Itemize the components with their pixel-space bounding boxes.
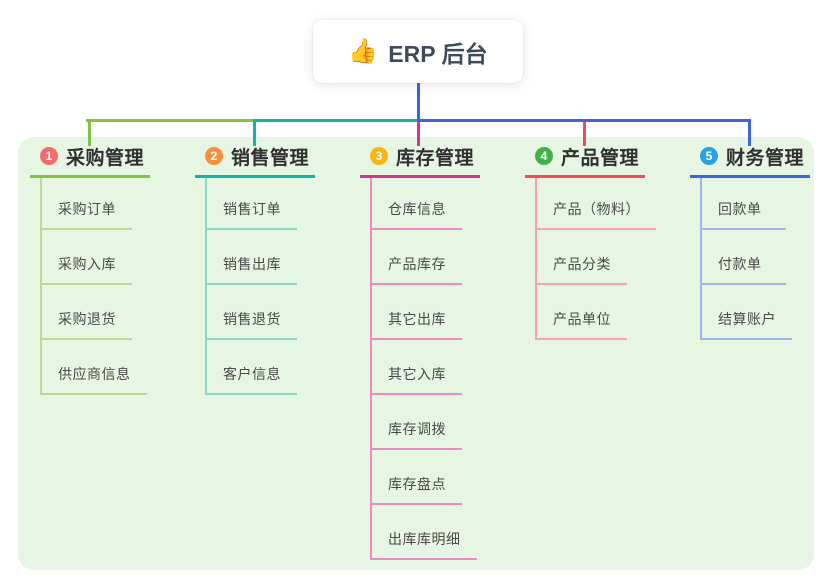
badge-5: 5 bbox=[700, 147, 718, 165]
child-node[interactable]: 销售订单 bbox=[205, 178, 297, 230]
branch-children: 回款单 付款单 结算账户 bbox=[700, 178, 839, 340]
branch-children: 销售订单 销售出库 销售退货 客户信息 bbox=[205, 178, 365, 395]
branch-title-label: 库存管理 bbox=[396, 147, 475, 169]
child-node[interactable]: 采购退货 bbox=[40, 285, 132, 340]
child-node[interactable]: 供应商信息 bbox=[40, 340, 147, 395]
branch-children: 仓库信息 产品库存 其它出库 其它入库 库存调拨 库存盘点 出库库明细 bbox=[370, 178, 530, 560]
branch-children: 采购订单 采购入库 采购退货 供应商信息 bbox=[40, 178, 200, 395]
branch-trunk-line bbox=[40, 178, 42, 395]
child-node[interactable]: 付款单 bbox=[700, 230, 786, 285]
branch-title-product[interactable]: 4 产品管理 bbox=[525, 145, 645, 178]
branch-purchase: 1 采购管理 采购订单 采购入库 采购退货 供应商信息 bbox=[30, 145, 200, 395]
branch-title-label: 产品管理 bbox=[561, 147, 640, 169]
badge-4: 4 bbox=[535, 147, 553, 165]
child-node[interactable]: 采购入库 bbox=[40, 230, 132, 285]
badge-1: 1 bbox=[40, 147, 58, 165]
drop-line-product bbox=[583, 122, 586, 146]
bus-line-purchase bbox=[86, 119, 255, 122]
child-node[interactable]: 其它出库 bbox=[370, 285, 462, 340]
drop-line-purchase bbox=[88, 119, 91, 146]
branch-trunk-line bbox=[370, 178, 372, 560]
child-node[interactable]: 产品（物料） bbox=[535, 178, 656, 230]
branch-trunk-line bbox=[535, 178, 537, 340]
child-node[interactable]: 采购订单 bbox=[40, 178, 132, 230]
branch-sales: 2 销售管理 销售订单 销售出库 销售退货 客户信息 bbox=[195, 145, 365, 395]
child-node[interactable]: 产品单位 bbox=[535, 285, 627, 340]
branch-inventory: 3 库存管理 仓库信息 产品库存 其它出库 其它入库 库存调拨 库存盘点 出库库… bbox=[360, 145, 530, 560]
branch-finance: 5 财务管理 回款单 付款单 结算账户 bbox=[690, 145, 839, 340]
branches-group-panel bbox=[18, 137, 814, 570]
branch-title-sales[interactable]: 2 销售管理 bbox=[195, 145, 315, 178]
child-node[interactable]: 销售退货 bbox=[205, 285, 297, 340]
child-node[interactable]: 库存盘点 bbox=[370, 450, 462, 505]
child-node[interactable]: 出库库明细 bbox=[370, 505, 477, 560]
child-node[interactable]: 产品分类 bbox=[535, 230, 627, 285]
root-node[interactable]: 👍 ERP 后台 bbox=[313, 20, 523, 83]
child-node[interactable]: 产品库存 bbox=[370, 230, 462, 285]
branch-trunk-line bbox=[205, 178, 207, 395]
branch-trunk-line bbox=[700, 178, 702, 340]
bus-line-right bbox=[417, 119, 751, 122]
drop-line-inventory bbox=[417, 122, 420, 146]
branch-title-label: 采购管理 bbox=[66, 147, 145, 169]
badge-2: 2 bbox=[205, 147, 223, 165]
branch-title-purchase[interactable]: 1 采购管理 bbox=[30, 145, 150, 178]
child-node[interactable]: 客户信息 bbox=[205, 340, 297, 395]
branch-title-inventory[interactable]: 3 库存管理 bbox=[360, 145, 480, 178]
child-node[interactable]: 结算账户 bbox=[700, 285, 792, 340]
branch-title-label: 财务管理 bbox=[726, 147, 805, 169]
thumbs-up-icon: 👍 bbox=[348, 37, 379, 65]
branch-title-label: 销售管理 bbox=[231, 147, 310, 169]
child-node[interactable]: 其它入库 bbox=[370, 340, 462, 395]
child-node[interactable]: 库存调拨 bbox=[370, 395, 462, 450]
child-node[interactable]: 回款单 bbox=[700, 178, 786, 230]
root-node-label: ERP 后台 bbox=[388, 40, 488, 67]
child-node[interactable]: 销售出库 bbox=[205, 230, 297, 285]
branch-title-finance[interactable]: 5 财务管理 bbox=[690, 145, 810, 178]
root-connector-line bbox=[417, 83, 420, 121]
child-node[interactable]: 仓库信息 bbox=[370, 178, 462, 230]
branch-children: 产品（物料） 产品分类 产品单位 bbox=[535, 178, 695, 340]
branch-product: 4 产品管理 产品（物料） 产品分类 产品单位 bbox=[525, 145, 695, 340]
badge-3: 3 bbox=[370, 147, 388, 165]
drop-line-sales bbox=[253, 119, 256, 146]
drop-line-finance bbox=[748, 119, 751, 146]
bus-line-sales bbox=[253, 119, 419, 122]
